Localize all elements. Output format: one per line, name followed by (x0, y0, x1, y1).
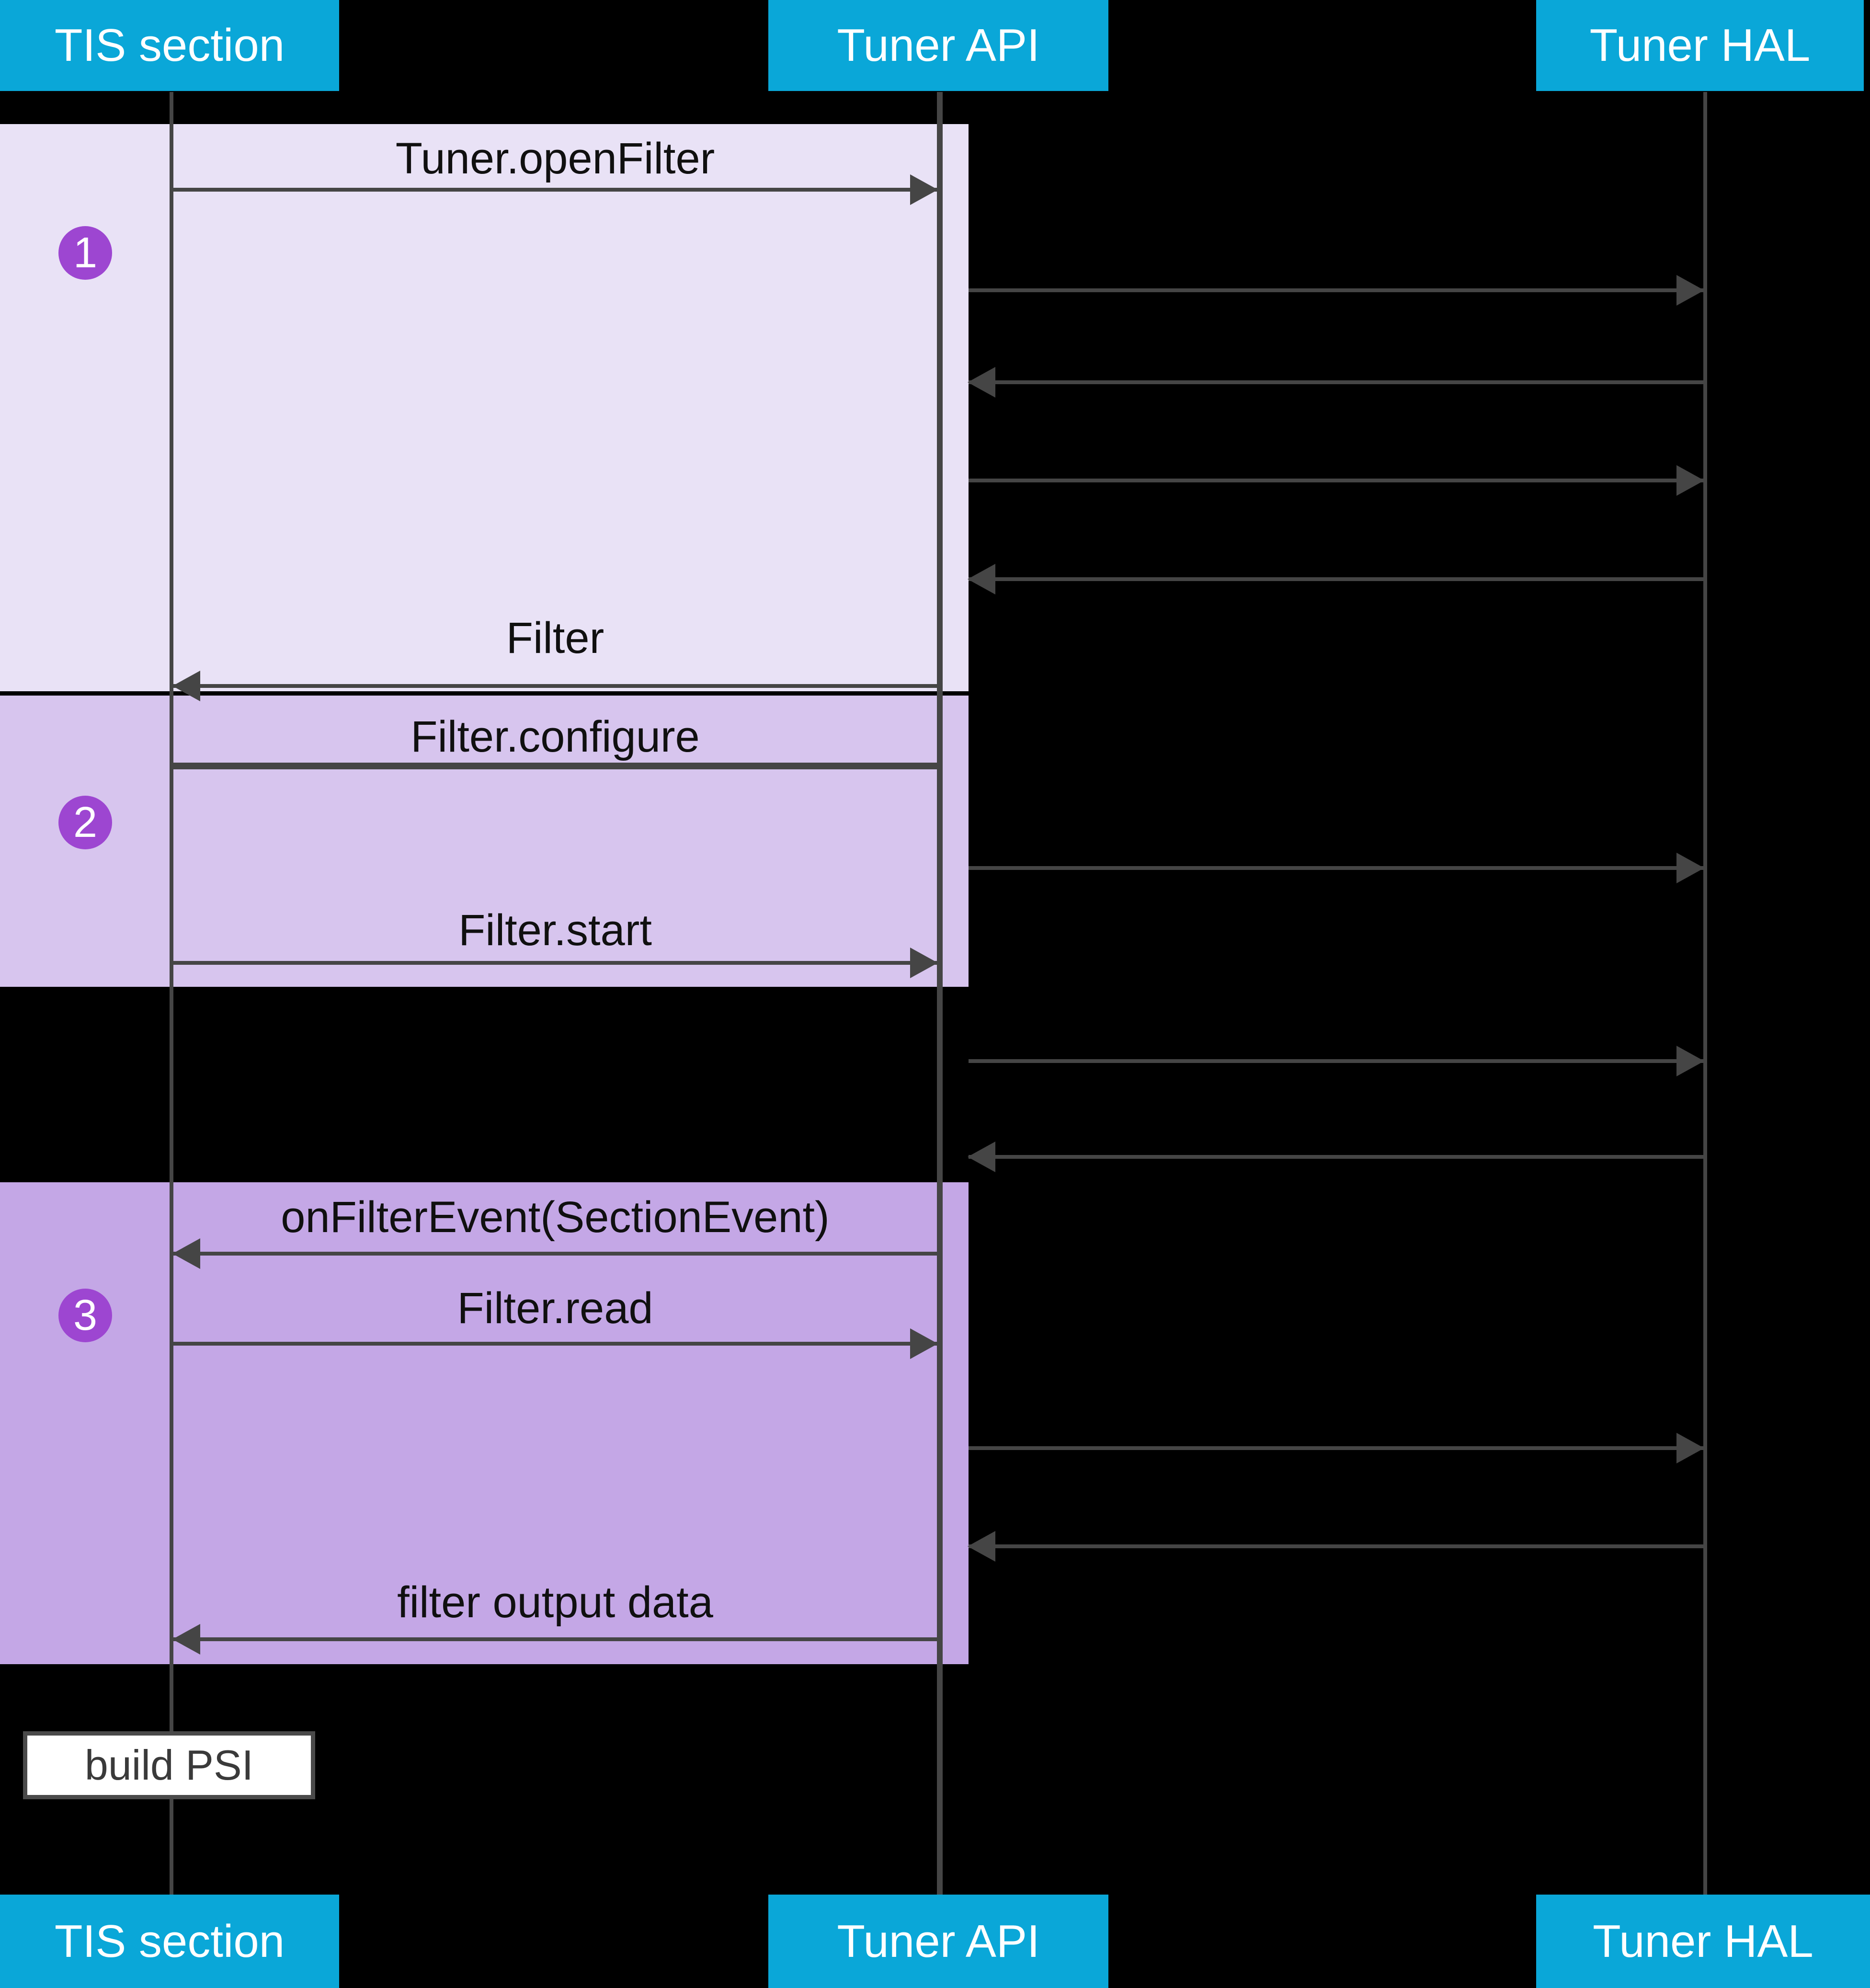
step-badge-1: 1 (58, 226, 112, 280)
step-band-1 (0, 124, 969, 691)
actor-label: Tuner API (837, 1915, 1040, 1967)
actor-header-tis-bottom: TIS section (0, 1895, 339, 1988)
tis-lifeline (170, 92, 173, 1895)
arrow-hal-to-api-4 (968, 1531, 1703, 1562)
message-arrow-filter-read (173, 1328, 938, 1359)
arrowhead-left-icon (172, 1624, 200, 1655)
arrow-api-to-hal-1 (969, 275, 1704, 306)
step-band-2 (0, 696, 969, 987)
message-line-filter-configure (173, 763, 937, 769)
actor-header-hal-bottom: Tuner HAL (1536, 1895, 1870, 1988)
message-label-filter-start: Filter.start (458, 905, 652, 955)
arrowhead-left-icon (968, 367, 995, 398)
api-activation-bar-2 (943, 696, 969, 987)
message-arrow-filter-return (172, 671, 937, 701)
actor-header-tis-top: TIS section (0, 0, 339, 91)
arrow-hal-to-api-3 (968, 1142, 1703, 1172)
arrowhead-left-icon (968, 1531, 995, 1562)
arrow-api-to-hal-5 (969, 1433, 1704, 1463)
actor-label: Tuner HAL (1589, 20, 1811, 71)
message-label-tuner-openfilter: Tuner.openFilter (395, 134, 715, 183)
api-activation-bar-3 (943, 1182, 969, 1664)
step-number: 3 (73, 1291, 98, 1339)
arrow-api-to-hal-4 (969, 1046, 1704, 1076)
api-lifeline (937, 92, 943, 1895)
step-band-3 (0, 1182, 969, 1664)
arrowhead-right-icon (910, 174, 938, 205)
arrowhead-right-icon (910, 948, 938, 978)
step-number: 1 (73, 229, 98, 277)
arrowhead-right-icon (1676, 1433, 1704, 1463)
message-label-onfilterevent: onFilterEvent(SectionEvent) (281, 1192, 830, 1242)
arrowhead-right-icon (1676, 465, 1704, 496)
arrowhead-right-icon (1676, 1046, 1704, 1076)
arrow-hal-to-api-2 (968, 564, 1703, 594)
api-activation-bar-1 (943, 124, 969, 691)
actor-label: TIS section (54, 20, 285, 71)
actor-label: TIS section (54, 1915, 285, 1967)
arrowhead-left-icon (968, 564, 995, 594)
actor-label: Tuner HAL (1593, 1915, 1813, 1967)
arrow-api-to-hal-3 (969, 853, 1704, 883)
actor-header-api-bottom: Tuner API (768, 1895, 1108, 1988)
message-label-filter-configure: Filter.configure (410, 712, 700, 761)
message-arrow-tuner-openfilter (173, 174, 938, 205)
step-badge-3: 3 (58, 1289, 112, 1342)
actor-label: Tuner API (837, 20, 1040, 71)
arrowhead-right-icon (1676, 275, 1704, 306)
message-label-filter-return: Filter (506, 613, 604, 663)
arrow-hal-to-api-1 (968, 367, 1703, 398)
arrowhead-left-icon (172, 1238, 200, 1269)
step-number: 2 (73, 798, 98, 846)
actor-header-hal-top: Tuner HAL (1536, 0, 1864, 91)
note-build-psi: build PSI (23, 1731, 315, 1799)
message-label-filter-read: Filter.read (457, 1283, 653, 1333)
message-arrow-filter-output-data (172, 1624, 937, 1655)
note-label: build PSI (84, 1741, 254, 1789)
hal-lifeline (1703, 92, 1707, 1895)
actor-header-api-top: Tuner API (768, 0, 1108, 91)
step-badge-2: 2 (58, 796, 112, 849)
arrowhead-left-icon (172, 671, 200, 701)
message-arrow-filter-start (173, 948, 938, 978)
message-label-filter-output-data: filter output data (397, 1577, 713, 1627)
message-arrow-onfilterevent (172, 1238, 937, 1269)
arrow-api-to-hal-2 (969, 465, 1704, 496)
arrowhead-left-icon (968, 1142, 995, 1172)
arrowhead-right-icon (1676, 853, 1704, 883)
arrowhead-right-icon (910, 1328, 938, 1359)
